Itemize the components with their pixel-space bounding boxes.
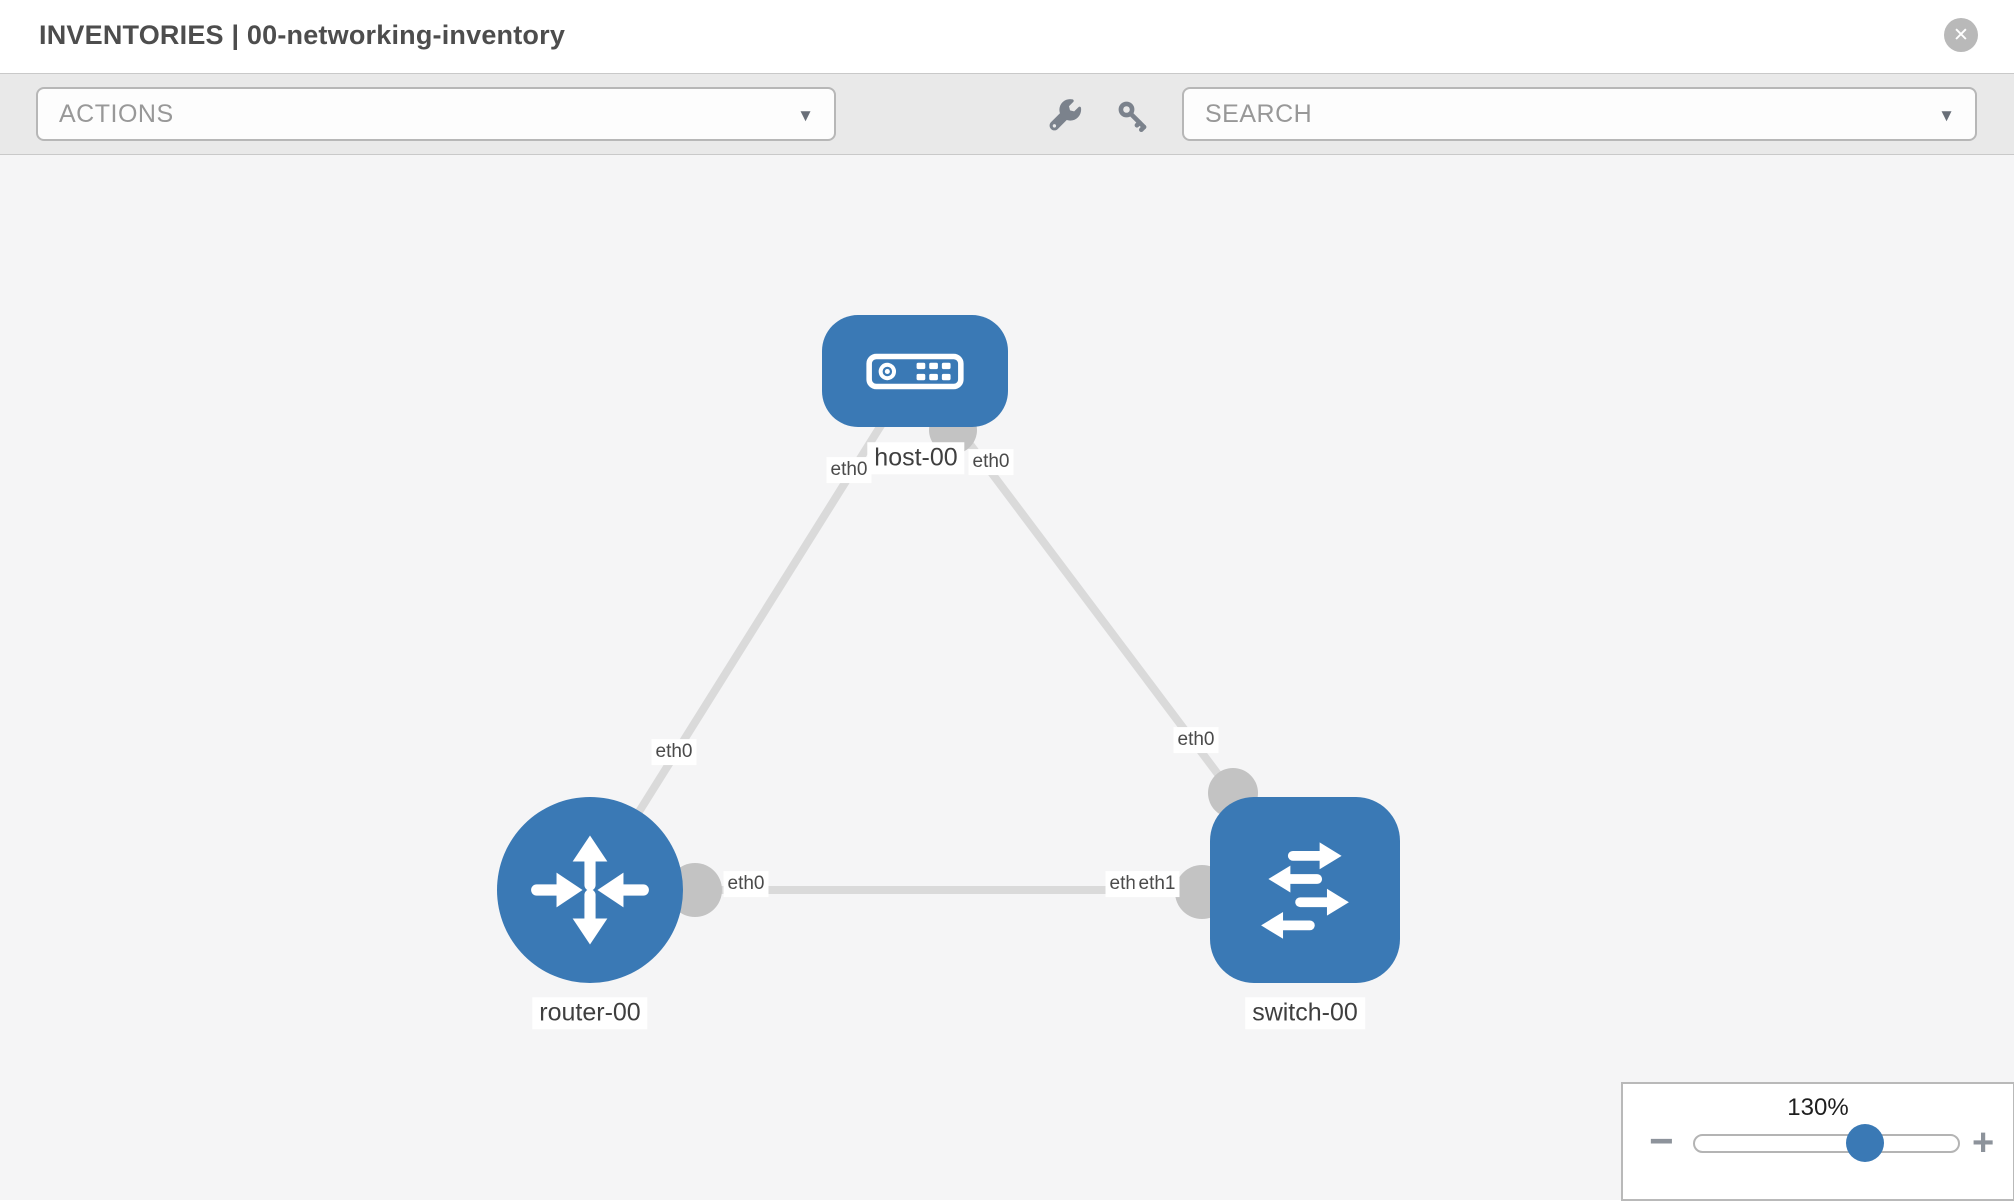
credentials-button[interactable] [1115, 98, 1151, 134]
zoom-slider-track[interactable] [1693, 1134, 1960, 1153]
key-icon [1118, 101, 1147, 132]
host-icon [866, 353, 964, 389]
router-icon [531, 835, 649, 945]
topology-edges [586, 368, 1309, 919]
interface-label: eth0 [826, 457, 872, 483]
node-label-router-00: router-00 [532, 997, 648, 1029]
search-dropdown-label: SEARCH [1205, 99, 1313, 128]
close-button[interactable]: ✕ [1944, 18, 1978, 52]
node-switch-00[interactable] [1210, 797, 1400, 983]
chevron-down-icon: ▼ [1938, 106, 1955, 125]
actions-dropdown-label: ACTIONS [59, 99, 174, 128]
zoom-in-button[interactable]: + [1972, 1124, 1994, 1162]
interface-label: eth0 [723, 871, 769, 897]
plus-icon: + [1972, 1122, 1995, 1164]
zoom-panel: 130% − + [1621, 1082, 2014, 1201]
node-router-00[interactable] [497, 797, 683, 983]
minus-icon: − [1649, 1117, 1674, 1164]
interface-label: eth0 [1173, 727, 1219, 753]
wrench-icon [1049, 99, 1082, 131]
search-dropdown[interactable]: SEARCH ▼ [1182, 87, 1977, 141]
modal-header: INVENTORIES | 00-networking-inventory ✕ [0, 0, 2014, 73]
zoom-slider-handle[interactable] [1846, 1124, 1884, 1162]
zoom-level: 130% [1787, 1094, 1849, 1121]
actions-dropdown[interactable]: ACTIONS ▼ [36, 87, 836, 141]
toolbar: ACTIONS ▼ SEARCH ▼ [0, 73, 2014, 155]
chevron-down-icon: ▼ [797, 106, 814, 125]
node-label-switch-00: switch-00 [1245, 997, 1365, 1029]
interface-label: eth0 [651, 739, 697, 765]
topology-canvas[interactable]: eth0 eth0 eth0 eth0 eth0 eth0 eth1 host-… [0, 155, 2014, 1200]
page-title: INVENTORIES | 00-networking-inventory [39, 20, 566, 50]
zoom-out-button[interactable]: − [1649, 1120, 1674, 1162]
node-label-host-00: host-00 [867, 442, 965, 474]
node-host-00[interactable] [822, 315, 1008, 427]
interface-label: eth1 [1134, 871, 1180, 897]
switch-icon [1261, 842, 1349, 939]
interface-label: eth0 [968, 449, 1014, 475]
configure-button[interactable] [1048, 98, 1084, 134]
close-icon: ✕ [1953, 24, 1969, 46]
